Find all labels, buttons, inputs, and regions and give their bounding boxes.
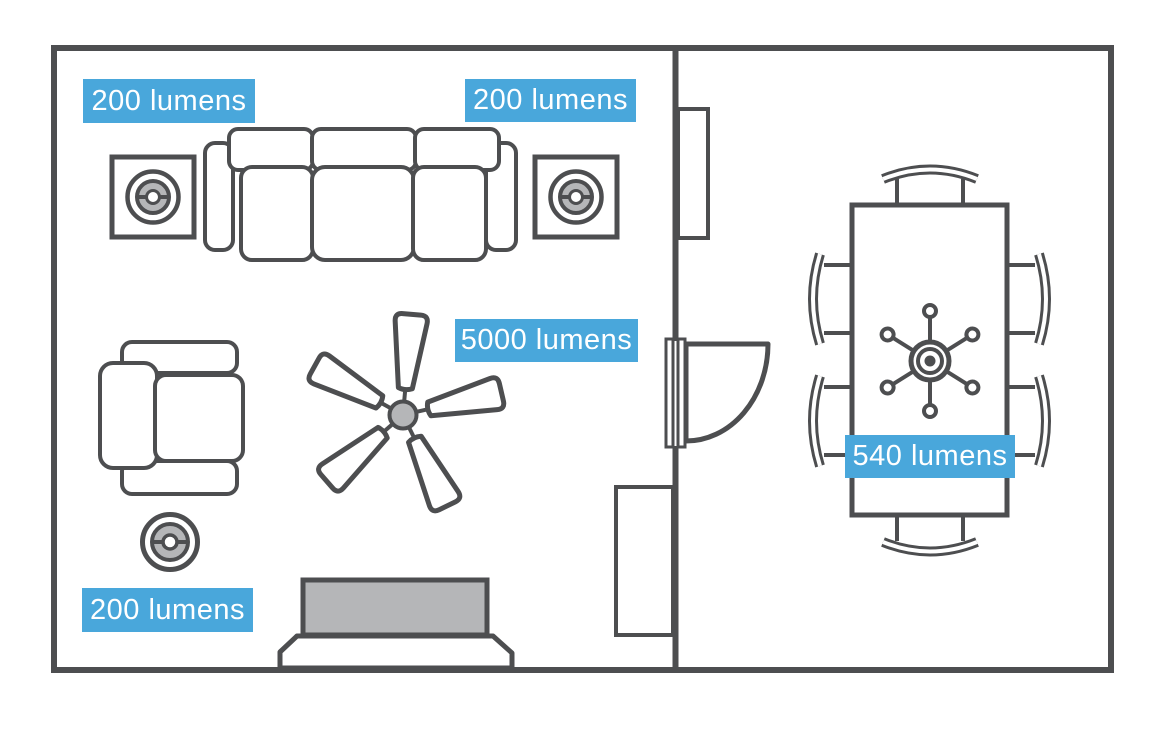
dining-chair-left-2 bbox=[808, 374, 854, 468]
table-lamp-icon bbox=[125, 169, 181, 225]
cabinet bbox=[614, 485, 675, 637]
lumen-label-table-lamp-top-left: 200 lumens bbox=[83, 79, 255, 123]
dining-chair-left-1 bbox=[808, 252, 854, 346]
side-table-right bbox=[532, 154, 620, 240]
armchair bbox=[98, 340, 245, 496]
fan-blade bbox=[406, 426, 463, 514]
armchair-back bbox=[98, 361, 159, 470]
dining-chair-bottom bbox=[881, 513, 979, 557]
dining-chair-right-2 bbox=[1005, 374, 1051, 468]
chandelier-icon bbox=[879, 303, 981, 419]
tv-stand bbox=[277, 633, 515, 671]
door-frame-right bbox=[676, 337, 687, 449]
sofa-back-cushion bbox=[227, 127, 315, 172]
sofa-seat-cushion bbox=[310, 165, 416, 262]
floor-lamp-icon bbox=[140, 512, 200, 572]
fan-blade bbox=[416, 375, 507, 419]
lumen-label-table-lamp-top-right: 200 lumens bbox=[465, 79, 636, 122]
sofa-seat-cushion bbox=[411, 165, 488, 262]
sofa-back-cushion bbox=[413, 127, 501, 172]
fan-blade bbox=[306, 351, 392, 411]
tv-console bbox=[277, 577, 515, 671]
sofa-armrest-left bbox=[203, 141, 235, 252]
dining-chair-top bbox=[881, 164, 979, 207]
table-lamp-icon bbox=[548, 169, 604, 225]
lumen-label-ceiling-fan: 5000 lumens bbox=[455, 319, 638, 362]
door-swing-arc bbox=[683, 341, 771, 444]
sideboard bbox=[676, 107, 710, 240]
side-table-left bbox=[109, 154, 197, 240]
dining-chair-right-1 bbox=[1005, 252, 1051, 346]
ceiling-fan-icon bbox=[306, 311, 507, 514]
sofa bbox=[203, 127, 518, 262]
sofa-back-cushion bbox=[310, 127, 418, 172]
sofa-seat-cushion bbox=[239, 165, 315, 262]
armchair-seat bbox=[153, 373, 245, 463]
door-frame-left bbox=[664, 337, 675, 449]
tv-screen bbox=[300, 577, 490, 638]
lumen-label-floor-lamp: 200 lumens bbox=[82, 588, 253, 632]
lumen-label-chandelier: 540 lumens bbox=[845, 435, 1015, 478]
fan-blade bbox=[316, 422, 394, 494]
fan-blade bbox=[392, 311, 430, 402]
fan-hub bbox=[387, 399, 419, 431]
